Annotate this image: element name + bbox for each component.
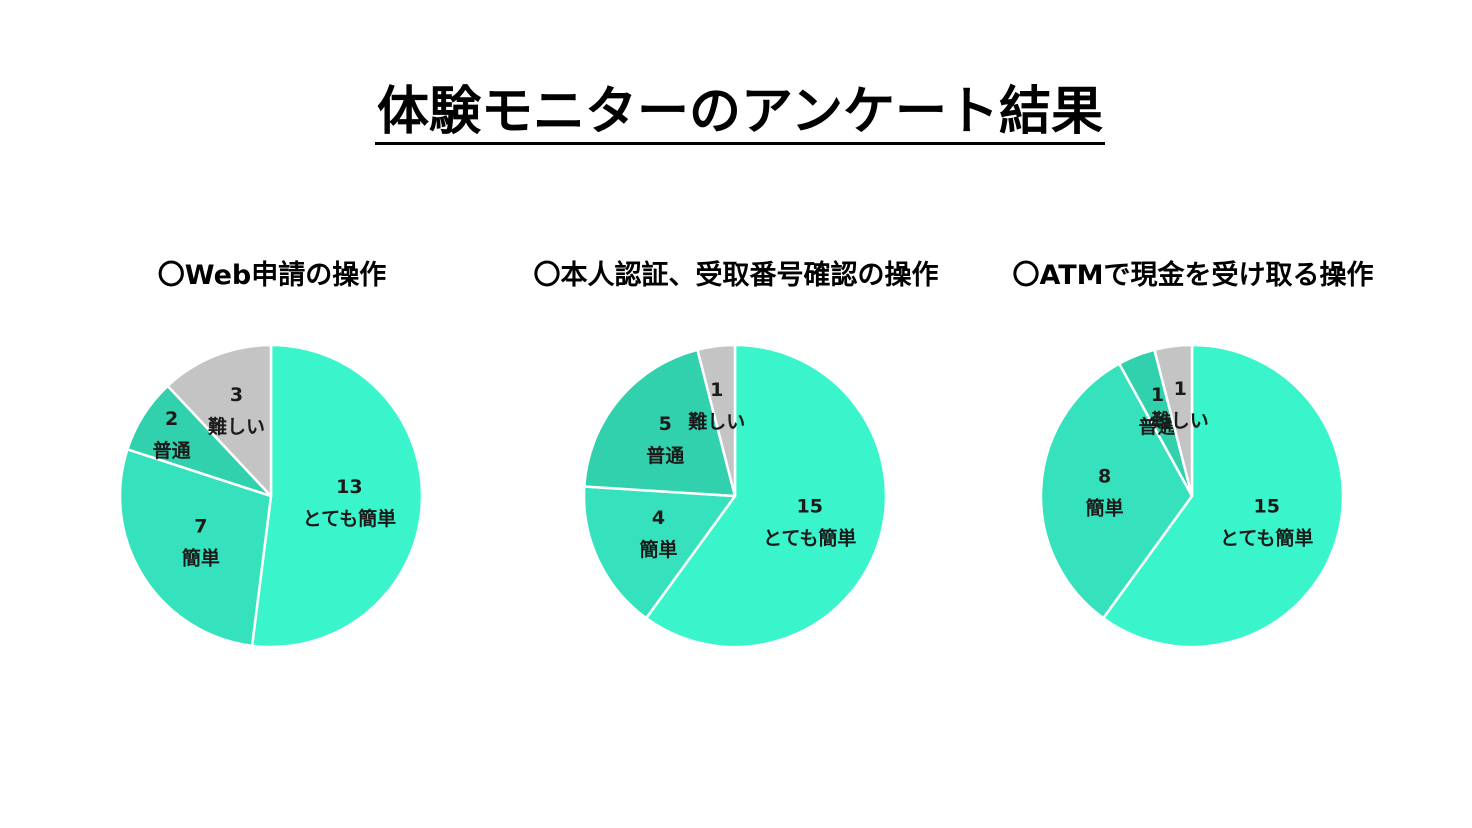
page-title: 体験モニターのアンケート結果 [0, 78, 1472, 146]
data-label-category: 難しい [1152, 409, 1209, 432]
pie-slice-very-easy [250, 343, 424, 649]
data-label-value: 3 [230, 384, 243, 406]
data-label-value: 1 [1151, 384, 1164, 406]
chart-title-identity-verification: 〇本人認証、受取番号確認の操作 [533, 260, 939, 291]
data-label-value: 8 [1098, 466, 1111, 488]
data-label-category: 簡単 [182, 547, 220, 570]
chart-title-web-application: 〇Web申請の操作 [157, 260, 387, 291]
data-label-value: 15 [1253, 495, 1279, 517]
data-label-category: 難しい [688, 410, 745, 433]
data-label-value: 15 [796, 495, 822, 517]
pie-slice-difficult [1153, 343, 1194, 498]
pie-slice-easy [118, 448, 273, 648]
data-label-category: とても簡単 [1220, 526, 1313, 549]
pie-slice-easy [582, 485, 737, 620]
pie-slice-difficult [166, 343, 273, 498]
pie-slice-difficult [696, 343, 737, 498]
data-label-category: 普通 [1138, 415, 1177, 438]
pie-slice-very-easy [644, 343, 888, 649]
page-title-text: 体験モニターのアンケート結果 [375, 82, 1105, 145]
data-label-category: 普通 [646, 444, 685, 467]
pie-chart-identity-verification: 15 とても簡単 4 簡単 5 普通 1 難しい [582, 343, 888, 649]
data-label-value: 7 [194, 516, 207, 538]
data-label-category: とても簡単 [763, 526, 856, 549]
data-label-value: 1 [1174, 378, 1187, 400]
data-label-category: 簡単 [639, 538, 677, 561]
data-label-value: 4 [652, 507, 665, 529]
pie-slice-easy [1039, 362, 1194, 620]
data-label-category: 難しい [208, 415, 265, 438]
pie-slice-normal [583, 348, 737, 498]
data-label-value: 13 [336, 476, 362, 498]
pie-chart-atm-cash-withdrawal: 15 とても簡単 8 簡単 1 普通 1 難しい [1039, 343, 1345, 649]
chart-title-atm-cash-withdrawal: 〇ATMで現金を受け取る操作 [1012, 260, 1374, 291]
data-label-category: とても簡単 [303, 507, 396, 530]
data-label-value: 5 [659, 413, 672, 435]
pie-slice-very-easy [1101, 343, 1345, 649]
data-label-category: 簡単 [1086, 497, 1124, 520]
data-label-category: 普通 [153, 439, 192, 462]
data-label-value: 2 [165, 408, 178, 430]
data-label-value: 1 [710, 379, 723, 401]
pie-chart-web-application: 13 とても簡単 7 簡単 2 普通 3 難しい [118, 343, 424, 649]
